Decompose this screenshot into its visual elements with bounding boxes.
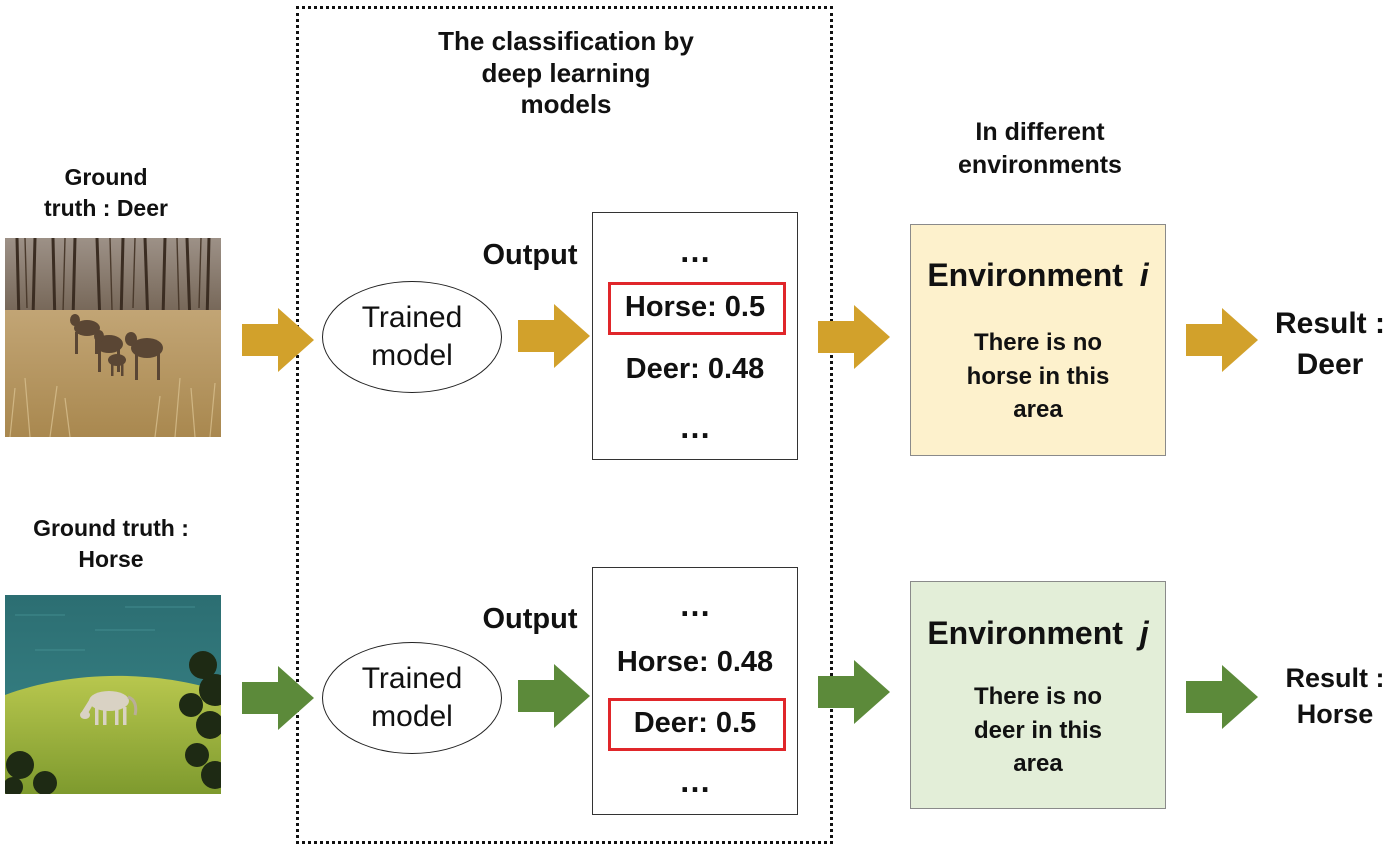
output-item: Horse: 0.5 bbox=[624, 291, 766, 323]
output-item: Deer: 0.5 bbox=[633, 707, 757, 739]
right-arrow-icon bbox=[518, 664, 590, 728]
ground-truth-label: Ground truth : Deer bbox=[44, 164, 168, 222]
right-arrow-icon bbox=[518, 304, 590, 368]
ellipsis-top: … bbox=[679, 233, 711, 269]
output-item: Deer: 0.48 bbox=[625, 353, 765, 385]
environment-title: Environment j bbox=[910, 614, 1166, 653]
environment-box bbox=[910, 581, 1166, 809]
right-arrow-icon bbox=[818, 305, 890, 369]
environment-title-text: Environment bbox=[927, 257, 1123, 293]
highlight-box bbox=[608, 698, 786, 751]
right-arrow-icon bbox=[242, 666, 314, 730]
ellipsis-bottom: … bbox=[679, 763, 711, 799]
trained-model-label: Trained model bbox=[361, 300, 463, 372]
trained-model-node: Trained model bbox=[322, 642, 502, 754]
highlight-box bbox=[608, 282, 786, 335]
environment-title: Environment i bbox=[910, 256, 1166, 295]
result-label: Result : Horse bbox=[1285, 663, 1385, 730]
trained-model-label: Trained model bbox=[361, 661, 463, 733]
classification-frame bbox=[296, 6, 833, 844]
result-label: Result : Deer bbox=[1274, 307, 1385, 381]
trained-model-node: Trained model bbox=[322, 281, 502, 393]
ground-truth-label: Ground truth : Horse bbox=[33, 515, 189, 573]
output-label: Output bbox=[482, 239, 578, 271]
environments-header: In different environments bbox=[958, 118, 1122, 179]
ellipsis-top: … bbox=[679, 587, 711, 623]
environment-text: There is no horse in this area bbox=[966, 329, 1110, 424]
output-label: Output bbox=[482, 603, 578, 635]
environment-title-text: Environment bbox=[927, 615, 1123, 651]
ellipsis-bottom: … bbox=[679, 409, 711, 445]
output-box bbox=[592, 212, 798, 460]
output-box bbox=[592, 567, 798, 815]
right-arrow-icon bbox=[1186, 308, 1258, 372]
classification-header: The classification by deep learning mode… bbox=[438, 26, 694, 120]
output-item: Horse: 0.48 bbox=[616, 646, 774, 678]
environment-box bbox=[910, 224, 1166, 456]
environment-variable: j bbox=[1139, 615, 1149, 651]
environment-text: There is no deer in this area bbox=[973, 683, 1103, 778]
environment-variable: i bbox=[1139, 257, 1149, 293]
deer-grassland-photo bbox=[5, 238, 221, 437]
right-arrow-icon bbox=[818, 660, 890, 724]
right-arrow-icon bbox=[1186, 665, 1258, 729]
horse-lakeside-photo bbox=[5, 595, 221, 794]
right-arrow-icon bbox=[242, 308, 314, 372]
